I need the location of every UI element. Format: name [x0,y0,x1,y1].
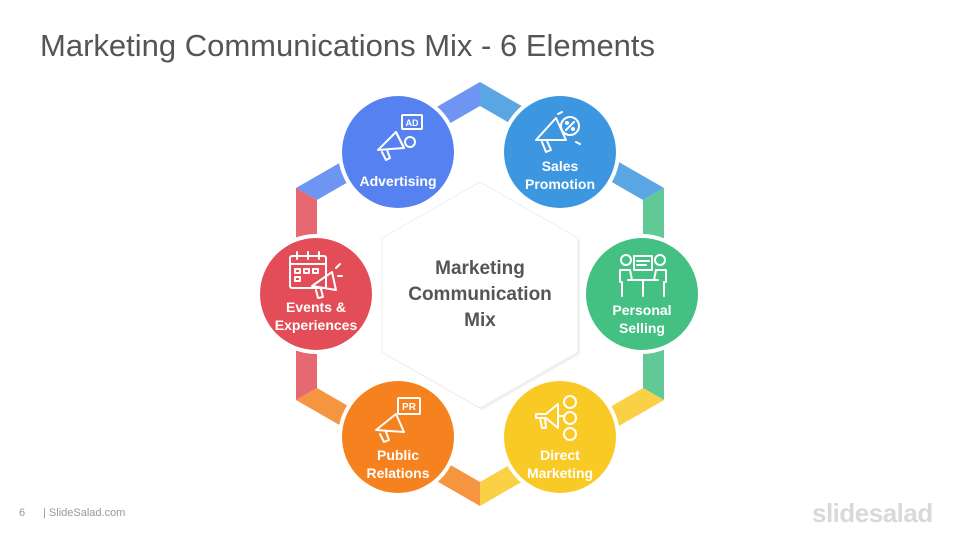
advertising-label: Advertising [359,173,437,189]
center-title: Marketing Communication Mix [408,258,552,331]
public-relations-circle [342,381,454,493]
megaphone-ad-icon: AD [377,114,423,161]
page-number: 6 [19,507,26,519]
advertising-circle [342,96,454,208]
megaphone-discount-icon [535,111,581,153]
megaphone-audience-icon [535,395,577,441]
svg-text:AD: AD [406,118,419,128]
sales-promotion-circle [504,96,616,208]
calendar-megaphone-icon [289,251,343,299]
slide-title: Marketing Communications Mix - 6 Element… [40,28,656,63]
meeting-icon [619,254,667,297]
brand-logo: slidesalad [812,498,933,528]
megaphone-pr-icon: PR [375,397,421,443]
events-experiences-label: Events &Experiences [274,299,358,333]
svg-text:PR: PR [402,402,417,413]
center-hexagon [381,181,579,409]
footer-site: | SlideSalad.com [43,507,126,519]
direct-marketing-circle [504,381,616,493]
